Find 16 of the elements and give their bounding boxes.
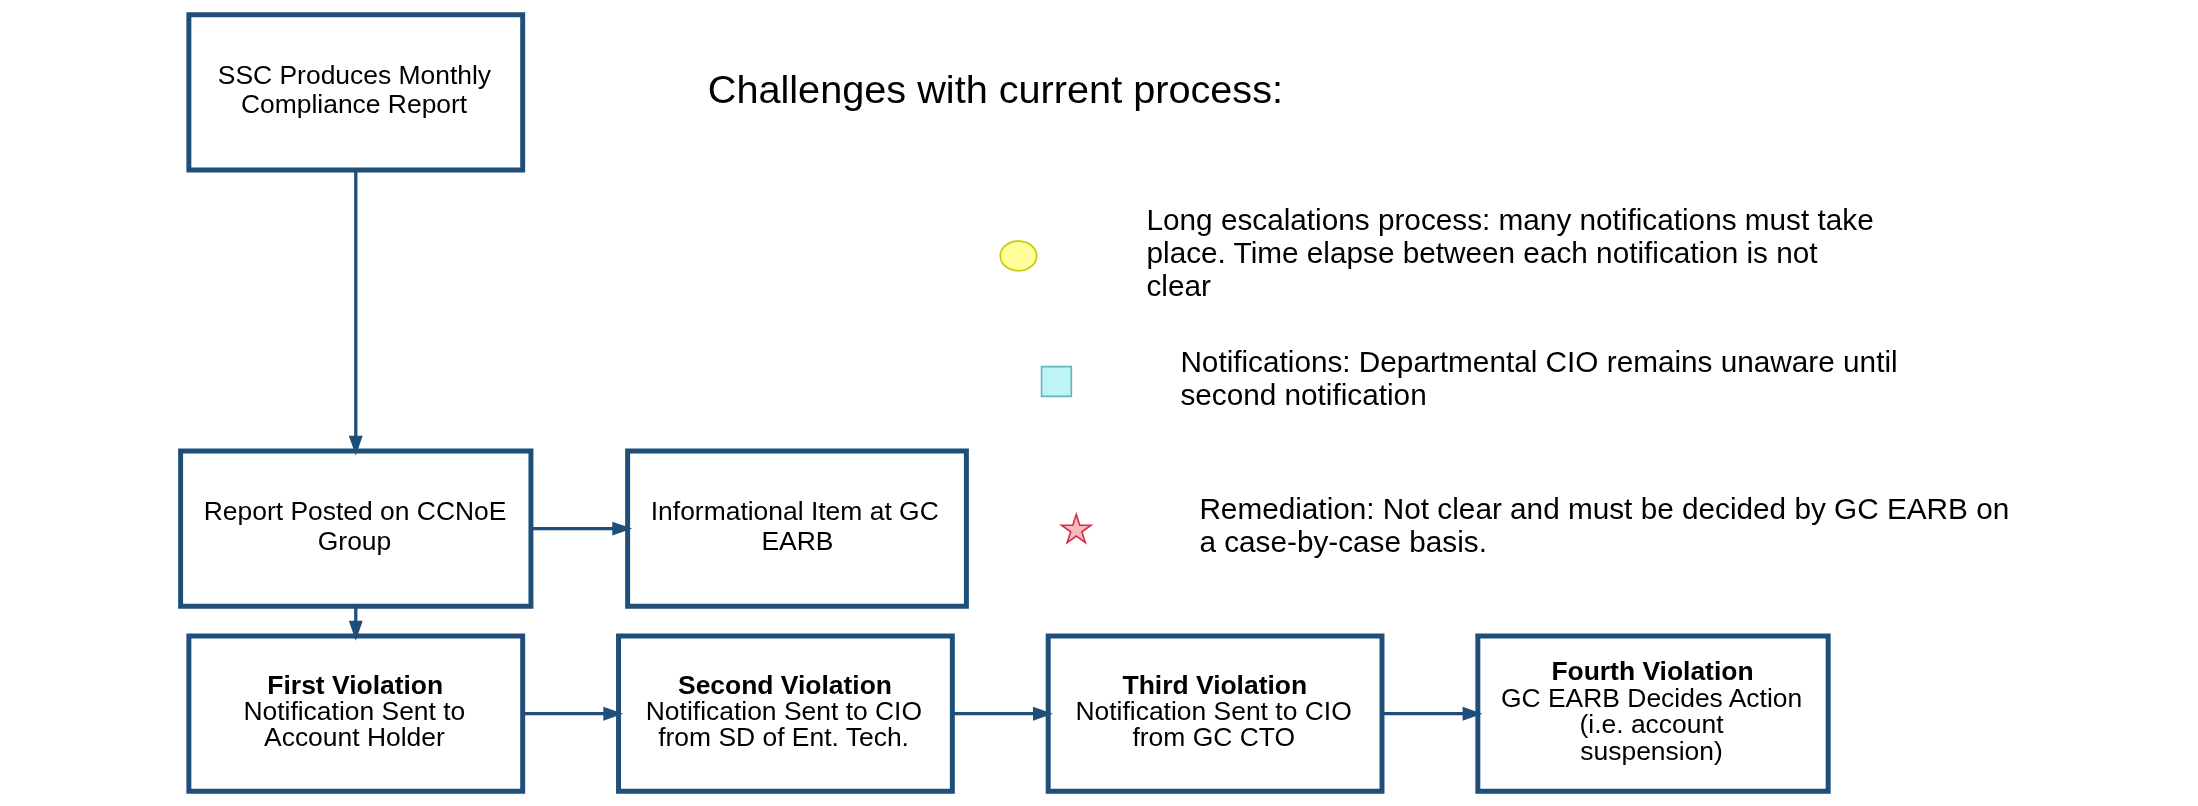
arrow [348,170,363,456]
arrow [522,706,624,721]
node-box: First Violation Notification Sent to Account Holder [186,633,526,794]
legend-label: Remediation: Not clear and must be decided by GC EARB on a case-by-case basis. [1199,492,2010,559]
node-box: Second Violation Notification Sent to CIO from SD of Ent. Tech. [616,633,955,794]
arrow [531,521,633,536]
node-box: SSC Produces Monthly Compliance Report [186,12,526,173]
legend-label: Notifications: Departmental CIO remains unaware until second notification [1180,345,1898,412]
node-box: Third Violation Notification Sent to CIO from GC CTO [1045,633,1385,794]
node-box: Report Posted on CCNoE Group [178,448,534,609]
label: Challenges with current process: [707,66,1284,111]
arrow [1382,706,1483,721]
node-box: Fourth Violation GC EARB Decides Action (i.e. account suspension) [1475,633,1831,794]
arrow [952,706,1053,721]
legend-label: Long escalations process: many notifications must take place. Time elapse between each notification is not clear [1146,203,1874,303]
node-box: Informational Item at GC EARB [625,448,969,609]
